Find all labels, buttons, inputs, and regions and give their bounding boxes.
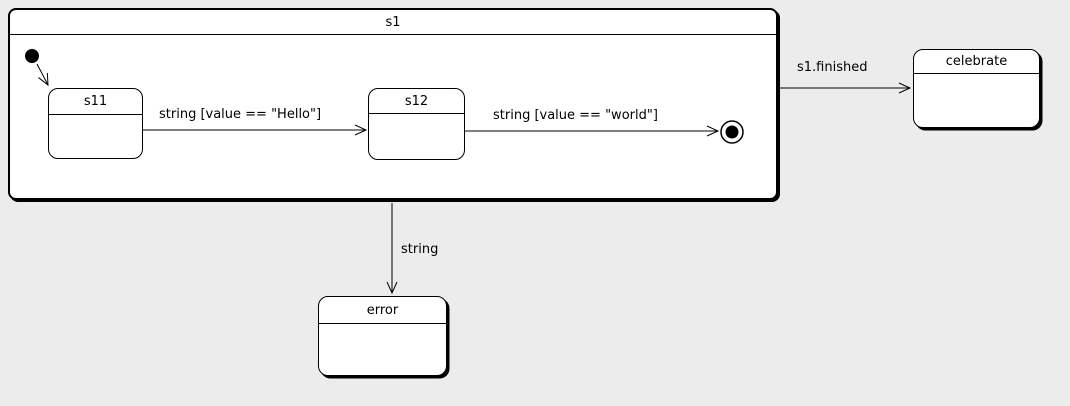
state-s12-title: s12	[369, 89, 464, 114]
state-s12[interactable]: s12	[368, 88, 465, 160]
transition-label-s1-to-error[interactable]: string	[401, 242, 439, 257]
initial-state-icon[interactable]	[25, 49, 39, 63]
state-error-title: error	[319, 297, 446, 324]
state-s11-title: s11	[49, 89, 142, 115]
transition-label-s1-to-celebrate[interactable]: s1.finished	[797, 60, 868, 75]
state-celebrate[interactable]: celebrate	[913, 49, 1040, 128]
final-state-inner-dot	[725, 125, 739, 139]
state-s1-title: s1	[10, 10, 776, 35]
transition-label-s12-to-final[interactable]: string [value == "world"]	[493, 108, 658, 123]
state-s11[interactable]: s11	[48, 88, 143, 159]
state-error[interactable]: error	[318, 296, 447, 376]
transition-label-s11-to-s12[interactable]: string [value == "Hello"]	[159, 107, 322, 122]
state-celebrate-title: celebrate	[914, 50, 1039, 74]
transition-initial-to-s11[interactable]	[36, 63, 49, 87]
